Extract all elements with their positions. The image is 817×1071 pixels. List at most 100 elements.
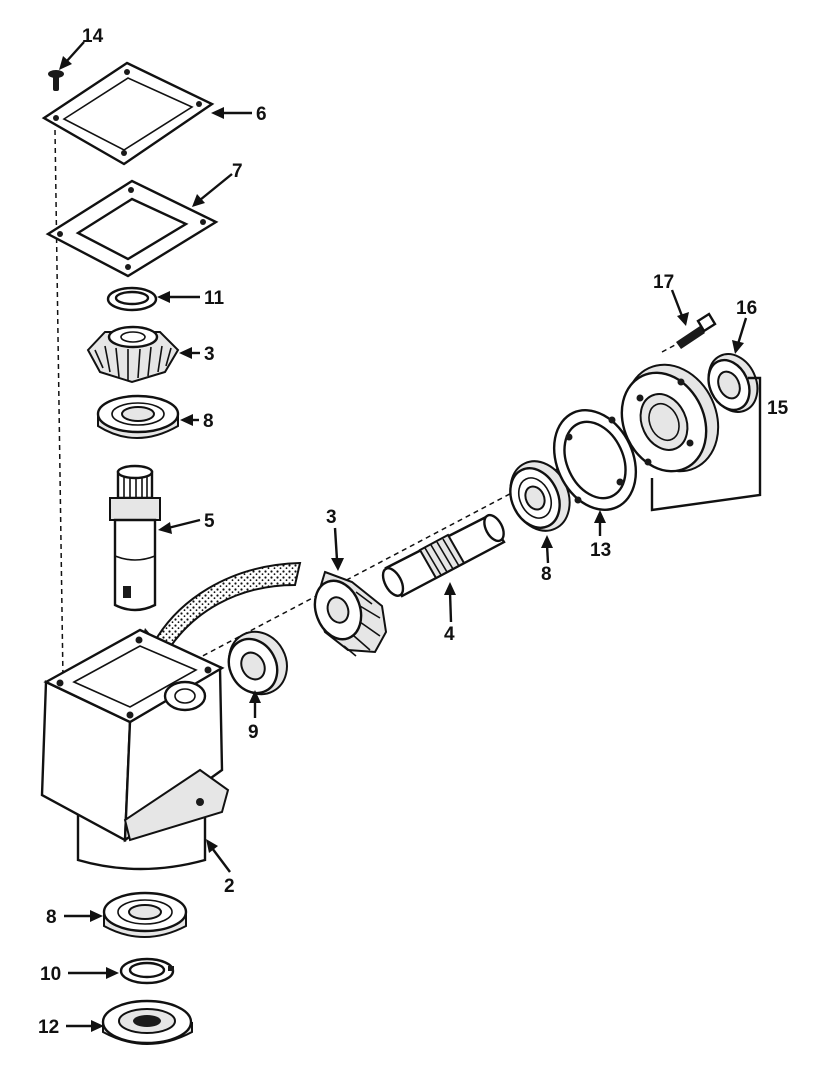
cover-hole-3 <box>196 101 202 107</box>
shaft-body <box>113 518 157 612</box>
housing-side-bore-inner <box>174 688 196 704</box>
bevel-gear-top-part-3 <box>86 325 180 384</box>
cover-hole-4 <box>121 150 127 156</box>
bevel-gear-teeth <box>94 345 172 380</box>
gasket-hole-2 <box>128 187 134 193</box>
arrowhead-14 <box>59 56 72 70</box>
housing-bolt-hole-1 <box>56 679 64 687</box>
arrowhead-9 <box>249 690 261 703</box>
housing-top-opening <box>72 645 198 708</box>
bearing-cap-hole-2 <box>677 378 685 386</box>
bearing-top-race <box>111 402 165 426</box>
callout-7: 7 <box>232 161 243 182</box>
callout-5: 5 <box>204 511 215 532</box>
retaining-ring-part-10 <box>119 957 175 985</box>
leader-4 <box>448 591 453 623</box>
bearing-part-9 <box>227 630 288 696</box>
gear-housing-part-2 <box>40 628 230 871</box>
seal-part-12 <box>101 999 193 1045</box>
arrowhead-4 <box>444 582 456 595</box>
arrowhead-13 <box>594 510 606 523</box>
gasket-hole-1 <box>57 231 63 237</box>
arrowhead-17 <box>677 312 689 326</box>
bearing-mid-race <box>517 477 553 519</box>
housing-foot-hole <box>196 798 204 806</box>
pinion-shaft-end-right <box>483 513 505 543</box>
pinion-shaft-end-left <box>381 567 405 597</box>
callout-3-top: 3 <box>204 344 215 365</box>
housing-side-bore <box>163 680 207 712</box>
arrowhead-16 <box>732 340 744 354</box>
leader-3-mid <box>333 527 339 561</box>
callout-6: 6 <box>256 104 267 125</box>
leader-17 <box>670 289 684 317</box>
leader-5 <box>167 518 201 530</box>
housing-top-flange <box>43 628 225 724</box>
ring-10-inner <box>128 961 166 979</box>
ring-inner <box>114 290 150 306</box>
bevel-gear-top-face <box>107 325 159 349</box>
arrowhead-6 <box>211 107 224 119</box>
screw-head <box>48 70 64 78</box>
bearing-top-part-8 <box>96 394 180 439</box>
arrowhead-12 <box>91 1020 104 1032</box>
callout-3-mid: 3 <box>326 507 337 528</box>
callout-8-bot: 8 <box>46 907 57 928</box>
bolt-shank <box>676 326 705 349</box>
callout-12: 12 <box>38 1017 59 1038</box>
callout-numbers: 14 6 7 11 3 8 5 3 4 8 13 17 16 15 9 2 8 … <box>38 26 789 1038</box>
cover-hole-1 <box>53 115 59 121</box>
callout-9: 9 <box>248 722 259 743</box>
bevel-gear-mid-part-3 <box>313 570 388 657</box>
arrowhead-11 <box>157 291 170 303</box>
pinion-shaft-part-4 <box>381 513 506 598</box>
seal-bore <box>717 370 741 400</box>
housing-bolt-hole-4 <box>126 711 134 719</box>
callout-8-mid: 8 <box>541 564 552 585</box>
seal-12-bore <box>133 1015 161 1027</box>
cover-hole-2 <box>124 69 130 75</box>
pinion-spline-lines <box>424 538 460 576</box>
arrowhead-2 <box>206 839 218 853</box>
gasket-part-7 <box>45 179 219 278</box>
shaft-collar <box>109 497 161 521</box>
callout-16: 16 <box>736 298 757 319</box>
callout-8-top: 8 <box>203 411 214 432</box>
bearing-cap-part-15 <box>620 363 720 473</box>
shim-hole-2 <box>608 416 616 424</box>
shaft-spline-top <box>116 464 154 480</box>
housing-bolt-hole-3 <box>204 666 212 674</box>
bevel-gear-mid-bore <box>326 596 350 624</box>
shim-opening <box>563 420 627 500</box>
arrowhead-3-top <box>179 347 192 359</box>
housing-mounting-foot <box>123 768 230 842</box>
ring-10-gap <box>168 966 174 971</box>
shaft-part-5 <box>109 464 161 612</box>
cover-plate-part-6 <box>41 61 215 166</box>
housing-bolt-hole-2 <box>135 636 143 644</box>
bolt-head <box>696 312 717 333</box>
retaining-ring-part-11 <box>106 286 158 312</box>
callout-17: 17 <box>653 272 674 293</box>
arrowhead-8-bot <box>90 910 103 922</box>
bevel-gear-mid-teeth <box>343 591 381 657</box>
gasket-hole-4 <box>125 264 131 270</box>
arrowhead-8-mid <box>541 535 553 548</box>
arrowhead-8-top <box>180 414 193 426</box>
bearing-cap-bore-inner <box>648 402 680 442</box>
arrowhead-10 <box>106 967 119 979</box>
callout-15: 15 <box>767 398 789 419</box>
bearing-cap-hole-3 <box>686 439 694 447</box>
leader-2 <box>211 847 231 873</box>
bearing-mid-part-8 <box>509 460 571 532</box>
bearing-cap-hole-4 <box>644 458 652 466</box>
shim-hole-1 <box>565 433 573 441</box>
bearing-bottom-race <box>117 899 173 925</box>
arrowhead-5 <box>158 522 172 534</box>
vertical-alignment-line <box>54 129 64 681</box>
horizontal-shaft-axis-line <box>194 419 651 661</box>
screw-shank <box>53 75 59 91</box>
screw-part-14 <box>48 70 64 91</box>
gasket-hole-3 <box>200 219 206 225</box>
